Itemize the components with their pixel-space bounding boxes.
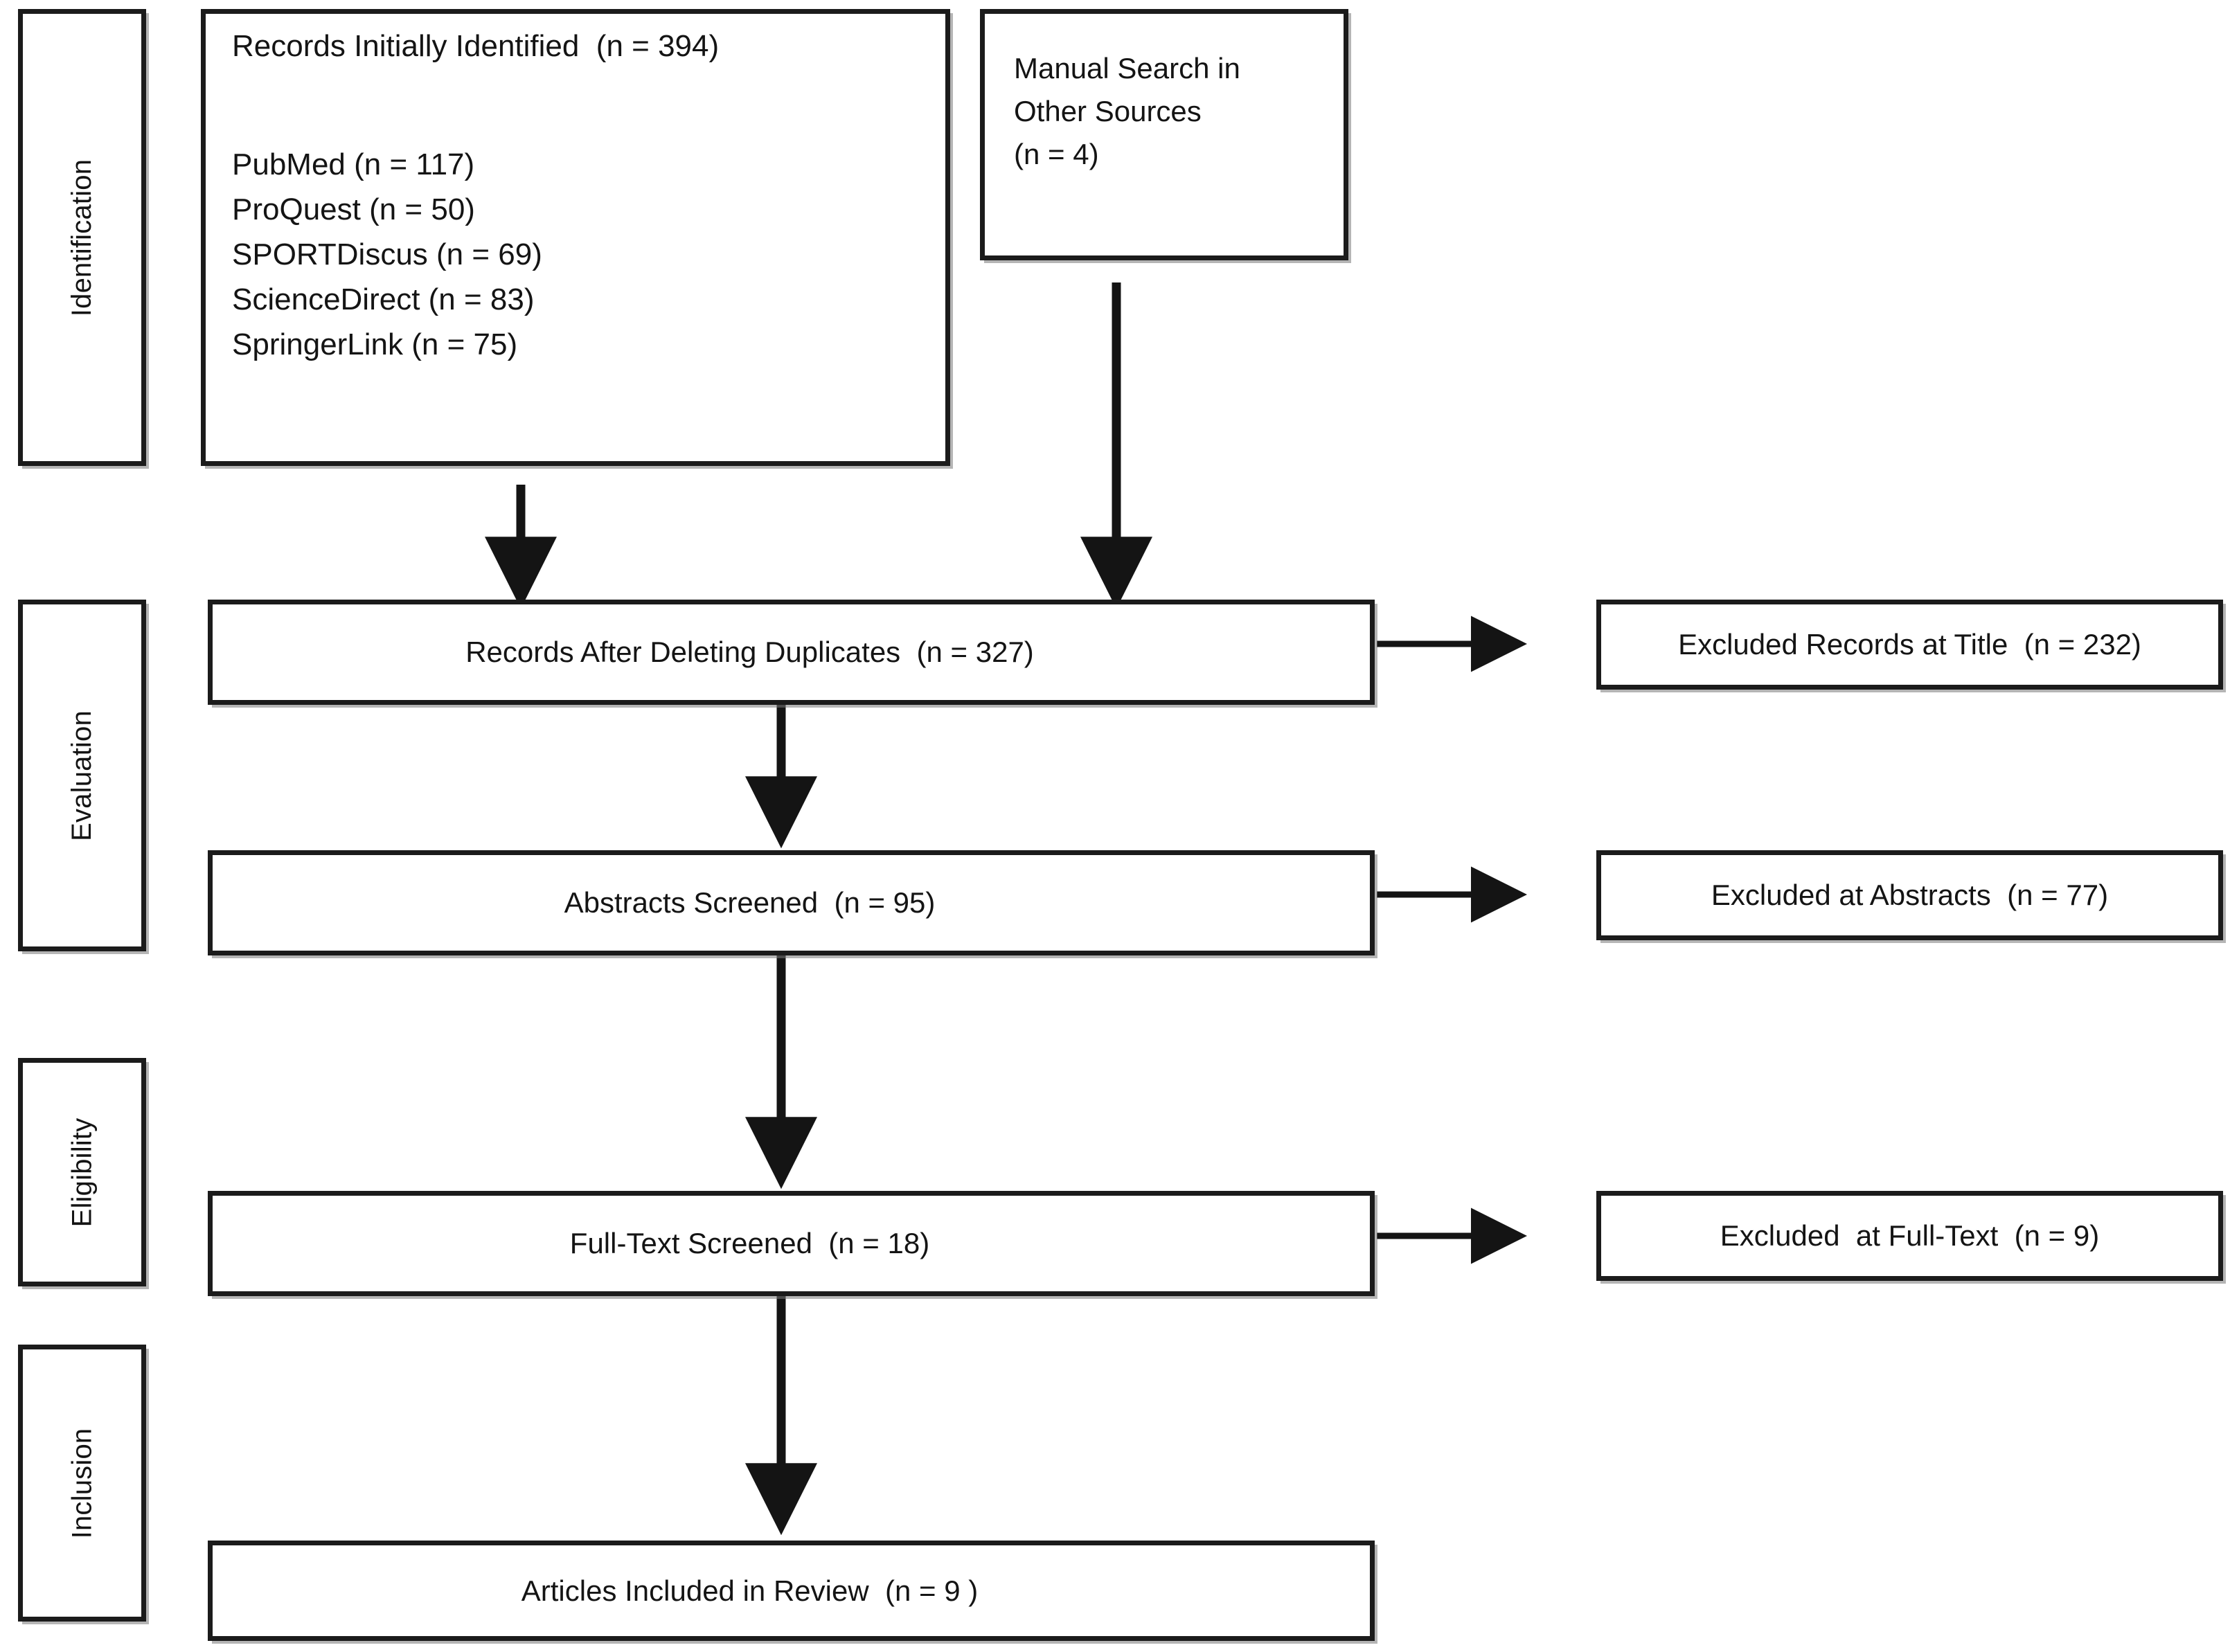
stage-box-inclusion: Inclusion [18, 1345, 146, 1622]
manual-search-line-1: Manual Search in [1014, 52, 1240, 84]
box-records-after-duplicates: Records After Deleting Duplicates (n = 3… [208, 600, 1375, 705]
box-excluded-records-at-title: Excluded Records at Title (n = 232) [1596, 600, 2223, 690]
articles-included-in-review-label: Articles Included in Review (n = 9 ) [521, 1574, 979, 1607]
manual-search-line-3: (n = 4) [1014, 138, 1099, 171]
stage-label-identification: Identification [66, 159, 98, 316]
stage-box-identification: Identification [18, 9, 146, 466]
stage-label-eligibility: Eligibility [66, 1117, 97, 1227]
full-text-screened-label: Full-Text Screened (n = 18) [569, 1227, 930, 1259]
source-item-sciencedirect: ScienceDirect (n = 83) [232, 282, 535, 317]
abstracts-screened-label: Abstracts Screened (n = 95) [564, 886, 936, 919]
stage-box-eligibility: Eligibility [18, 1058, 146, 1286]
source-item-springerlink: SpringerLink (n = 75) [232, 327, 518, 362]
source-item-proquest: ProQuest (n = 50) [232, 192, 475, 227]
records-identified-title: Records Initially Identified (n = 394) [232, 29, 720, 63]
box-records-initially-identified: Records Initially Identified (n = 394) P… [201, 9, 950, 466]
stage-box-evaluation: Evaluation [18, 600, 146, 951]
box-excluded-at-abstracts: Excluded at Abstracts (n = 77) [1596, 850, 2223, 940]
excluded-at-full-text-label: Excluded at Full-Text (n = 9) [1720, 1219, 2100, 1252]
box-abstracts-screened: Abstracts Screened (n = 95) [208, 850, 1375, 955]
box-full-text-screened: Full-Text Screened (n = 18) [208, 1191, 1375, 1296]
box-manual-search: Manual Search in Other Sources (n = 4) [980, 9, 1348, 260]
box-articles-included-in-review: Articles Included in Review (n = 9 ) [208, 1541, 1375, 1641]
excluded-at-abstracts-label: Excluded at Abstracts (n = 77) [1711, 879, 2109, 911]
records-after-duplicates-label: Records After Deleting Duplicates (n = 3… [465, 636, 1034, 668]
box-excluded-at-full-text: Excluded at Full-Text (n = 9) [1596, 1191, 2223, 1281]
manual-search-text: Manual Search in Other Sources (n = 4) [1014, 47, 1240, 176]
manual-search-line-2: Other Sources [1014, 95, 1202, 128]
source-item-pubmed: PubMed (n = 117) [232, 147, 475, 181]
stage-label-inclusion: Inclusion [66, 1428, 97, 1538]
stage-label-evaluation: Evaluation [66, 710, 98, 841]
source-item-sportdiscus: SPORTDiscus (n = 69) [232, 237, 542, 272]
records-identified-source-list: PubMed (n = 117) ProQuest (n = 50) SPORT… [232, 142, 542, 368]
excluded-records-at-title-label: Excluded Records at Title (n = 232) [1678, 628, 2141, 661]
